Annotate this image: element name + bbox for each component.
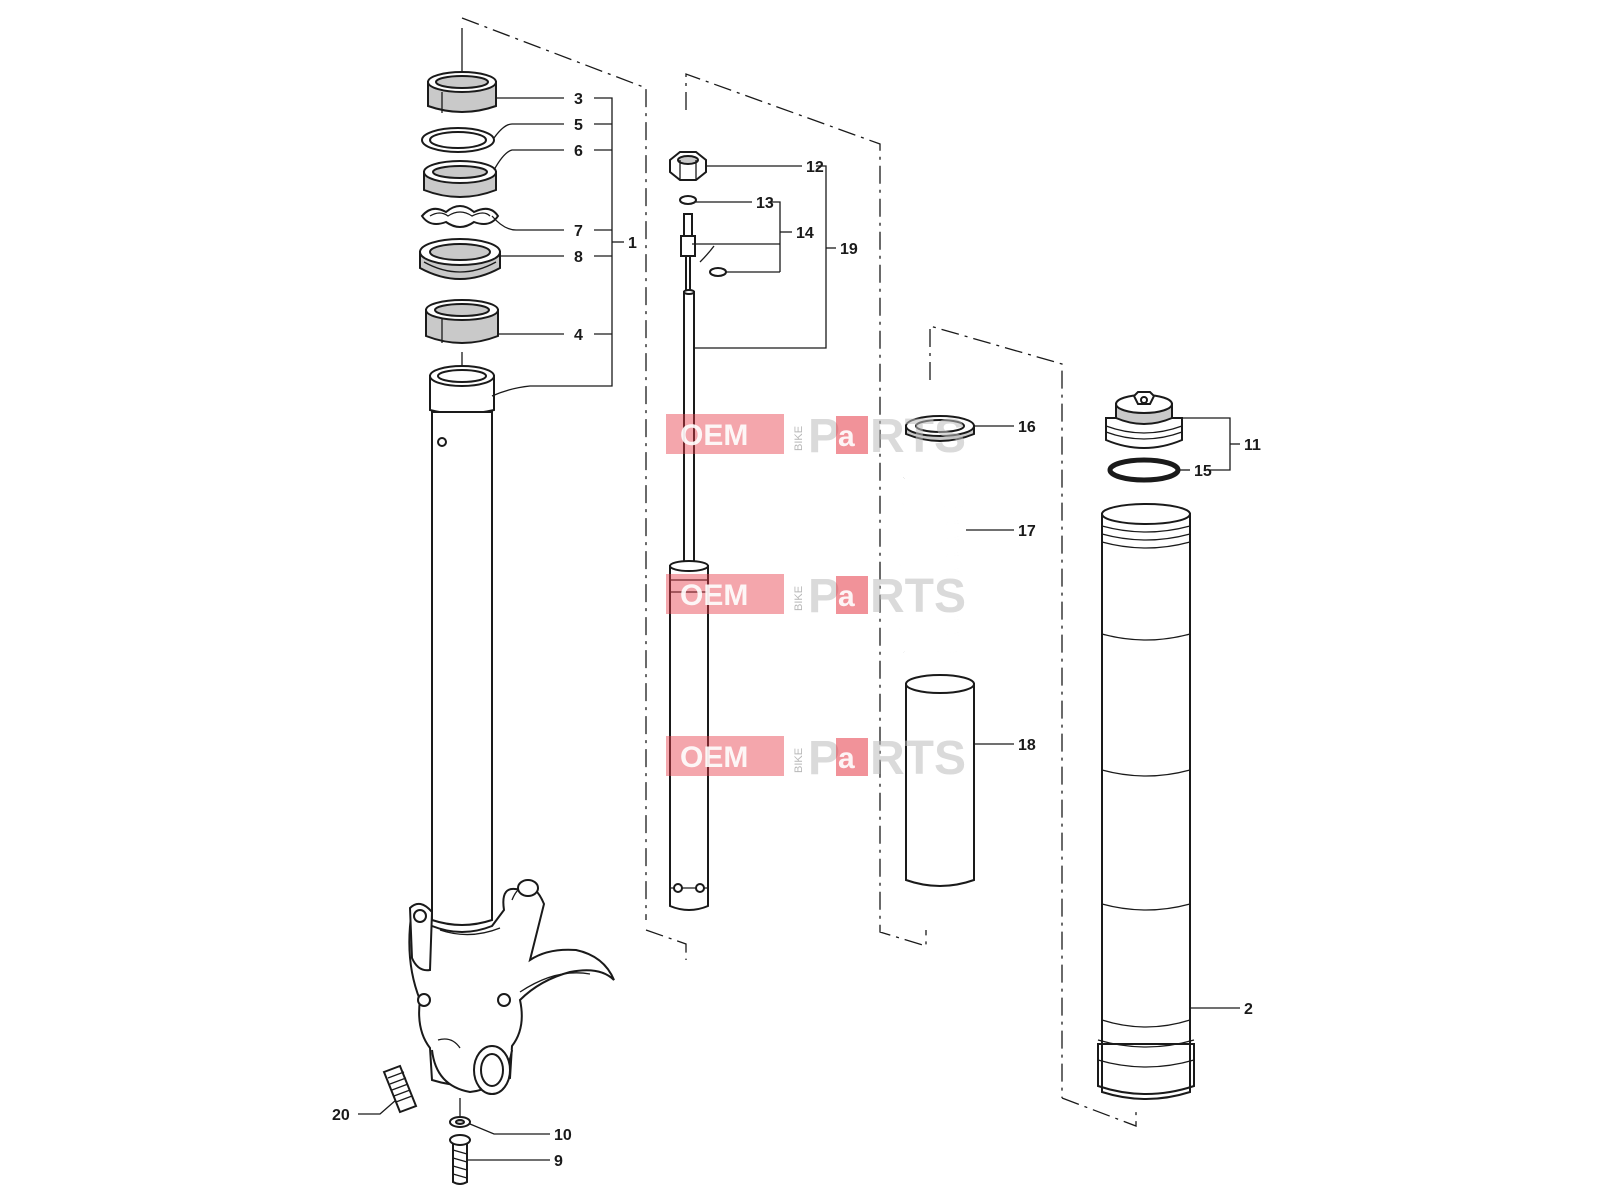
callout-7: 7 xyxy=(574,223,583,240)
watermark: OEM BIKE P a RTS OEM BIKE P a RTS OEM BI… xyxy=(666,410,966,785)
watermark-row-1: OEM BIKE P a RTS xyxy=(666,410,966,463)
callout-2: 2 xyxy=(1244,1001,1253,1018)
callout-5: 5 xyxy=(574,117,583,134)
callout-20: 20 xyxy=(332,1107,350,1124)
watermark-parts-a: a xyxy=(838,420,855,453)
watermark-row-2: OEM BIKE P a RTS xyxy=(666,570,966,623)
outer-fork-leg xyxy=(408,365,615,1095)
seal-ring xyxy=(421,127,495,153)
watermark-bike-text: BIKE xyxy=(793,586,805,611)
watermark-parts-p: P xyxy=(808,732,840,785)
callout-12: 12 xyxy=(806,159,824,176)
assembly-outline-spring xyxy=(929,325,1063,1098)
watermark-parts-rts: RTS xyxy=(870,410,966,463)
bottom-washer xyxy=(449,1098,471,1128)
callout-17: 17 xyxy=(1018,523,1036,540)
assembly-outline-tube xyxy=(1061,1097,1137,1127)
callout-14: 14 xyxy=(796,225,814,242)
assembly-outline-left xyxy=(461,17,647,920)
bottom-bolt xyxy=(449,1134,471,1185)
top-cap xyxy=(1105,391,1183,449)
callout-8: 8 xyxy=(574,249,583,266)
watermark-parts-rts: RTS xyxy=(870,570,966,623)
o-ring-lower xyxy=(709,267,727,277)
hex-nut xyxy=(669,151,707,181)
fork-label-sticker xyxy=(382,1064,418,1114)
watermark-oem-text: OEM xyxy=(680,741,748,774)
damper-cartridge xyxy=(669,289,709,911)
inner-fork-tube xyxy=(1097,503,1195,1100)
callout-16: 16 xyxy=(1018,419,1036,436)
callout-6: 6 xyxy=(574,143,583,160)
watermark-parts-p: P xyxy=(808,570,840,623)
callout-10: 10 xyxy=(554,1127,572,1144)
watermark-parts-rts: RTS xyxy=(870,732,966,785)
callout-4: 4 xyxy=(574,327,583,344)
callout-1: 1 xyxy=(628,235,637,252)
callout-18: 18 xyxy=(1018,737,1036,754)
fork-spring xyxy=(895,465,973,655)
watermark-parts-a: a xyxy=(838,742,855,775)
wave-washer xyxy=(420,205,500,228)
callout-13: 13 xyxy=(756,195,774,212)
callout-11: 11 xyxy=(1244,437,1261,454)
adjuster-rod xyxy=(680,213,715,295)
spring-washer xyxy=(905,415,975,442)
watermark-parts-p: P xyxy=(808,410,840,463)
o-ring-upper xyxy=(679,195,697,205)
steering-bearing xyxy=(419,238,501,280)
callout-3: 3 xyxy=(574,91,583,108)
spacer-tube xyxy=(905,674,975,887)
callouts: 3 5 6 7 8 4 1 12 13 14 19 16 17 18 11 15… xyxy=(332,91,1261,1170)
watermark-parts-a: a xyxy=(838,580,855,613)
assembly-outline-cartridge xyxy=(645,73,927,960)
bush-lower xyxy=(425,299,499,344)
watermark-bike-text: BIKE xyxy=(793,426,805,451)
watermark-oem-text: OEM xyxy=(680,419,748,452)
cap-o-ring xyxy=(1107,457,1181,483)
callout-15: 15 xyxy=(1194,463,1212,480)
watermark-bike-text: BIKE xyxy=(793,748,805,773)
leaders xyxy=(358,97,1240,1161)
bush-upper xyxy=(427,71,497,113)
callout-19: 19 xyxy=(840,241,858,258)
callout-9: 9 xyxy=(554,1153,563,1170)
collar xyxy=(423,160,497,198)
watermark-oem-text: OEM xyxy=(680,579,748,612)
watermark-row-3: OEM BIKE P a RTS xyxy=(666,732,966,785)
